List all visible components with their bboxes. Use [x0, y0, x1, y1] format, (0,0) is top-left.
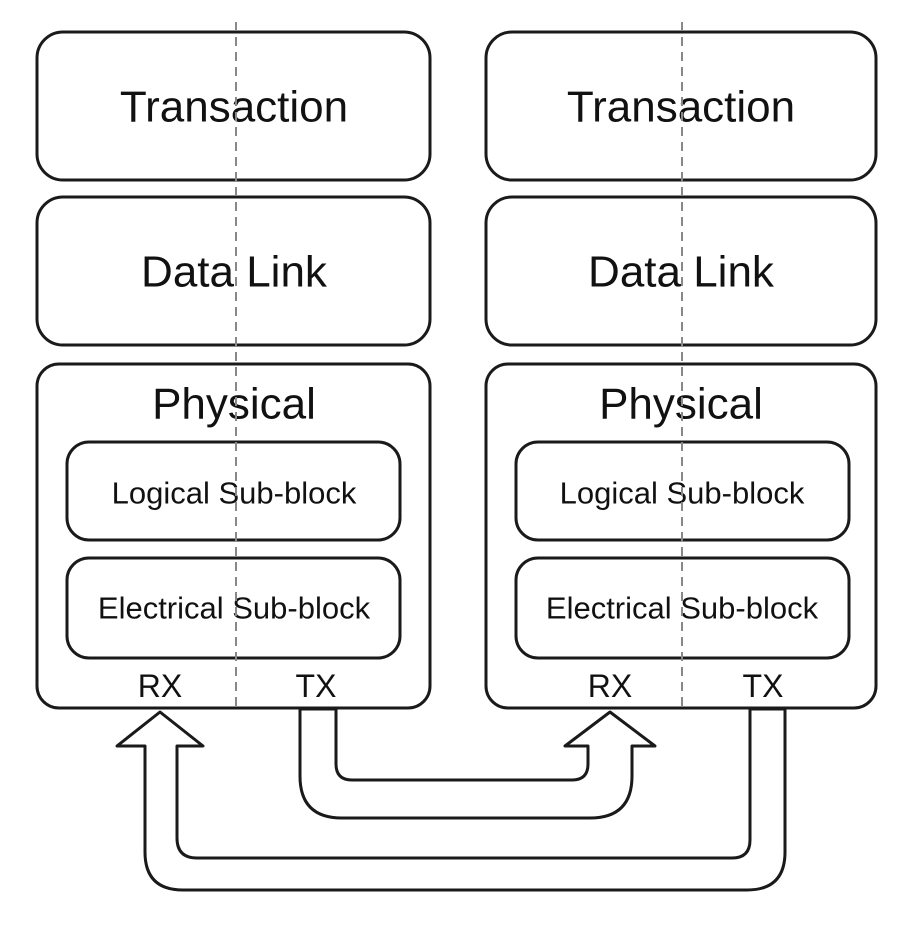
datalink-layer-box: [35, 195, 432, 347]
stack-left: Transaction Data Link Physical Logical S…: [35, 22, 432, 710]
tx-port-label: TX: [743, 668, 784, 704]
logical-subblock-box: [65, 440, 402, 542]
transaction-layer-box: [35, 30, 432, 182]
tx-port-label: TX: [296, 668, 337, 704]
stack-right: Transaction Data Link Physical Logical S…: [484, 22, 878, 710]
link-arrow-tx2-to-rx1: [115, 707, 787, 892]
transaction-layer-label: Transaction: [120, 83, 348, 132]
electrical-subblock-box: [65, 556, 402, 660]
logical-subblock-label: Logical Sub-block: [112, 476, 357, 511]
link-arrow-tx1-to-rx2: [298, 707, 657, 820]
datalink-layer-label: Data Link: [141, 248, 328, 297]
electrical-subblock-label: Electrical Sub-block: [98, 591, 371, 626]
rx-port-label: RX: [588, 668, 632, 704]
physical-layer-label: Physical: [152, 380, 316, 429]
rx-port-label: RX: [138, 668, 182, 704]
